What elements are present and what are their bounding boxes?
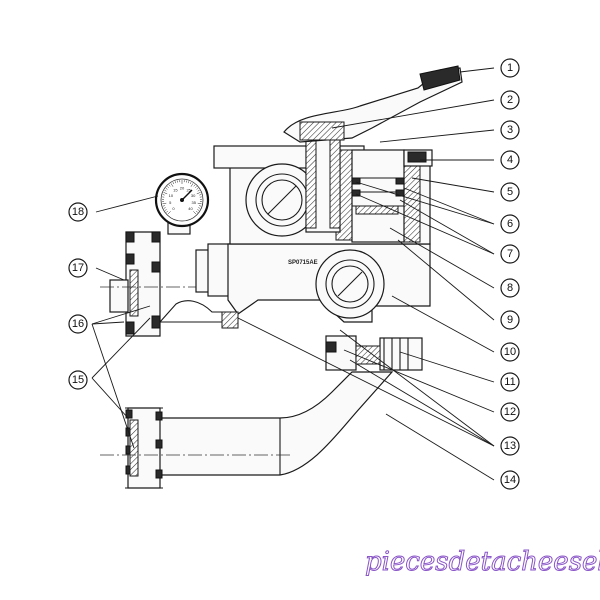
gauge-tick bbox=[199, 194, 202, 196]
gauge-tick bbox=[164, 209, 167, 211]
gauge-tick bbox=[190, 183, 194, 187]
gauge-number: 20 bbox=[180, 186, 185, 191]
leader-lines bbox=[91, 67, 495, 481]
callout-circle-7 bbox=[500, 244, 520, 264]
gauge-tick bbox=[195, 210, 198, 213]
valve-handle bbox=[283, 65, 463, 143]
gauge-tick bbox=[199, 205, 202, 207]
watermark: piecesdetacheeselec.com bbox=[365, 547, 600, 577]
callout-label-7: 7 bbox=[507, 248, 513, 260]
callout-circle-1 bbox=[500, 58, 520, 78]
callout-label-6: 6 bbox=[507, 218, 513, 230]
callout-label-12: 12 bbox=[504, 406, 516, 418]
callout-circle-14 bbox=[500, 470, 520, 490]
callout-circle-4 bbox=[500, 150, 520, 170]
callout-label-16: 16 bbox=[72, 318, 84, 330]
callout-label-5: 5 bbox=[507, 186, 513, 198]
callout-circle-17 bbox=[68, 258, 88, 278]
callout-label-17: 17 bbox=[72, 262, 84, 274]
gauge-tick bbox=[195, 186, 197, 188]
callout-label-3: 3 bbox=[507, 124, 513, 136]
gauge-tick bbox=[172, 182, 175, 185]
callout-label-1: 1 bbox=[507, 62, 513, 74]
callout-circle-10 bbox=[500, 342, 520, 362]
gauge-tick bbox=[168, 184, 171, 187]
callout-circle-5 bbox=[500, 182, 520, 202]
callout-label-9: 9 bbox=[507, 314, 513, 326]
callout-label-13: 13 bbox=[504, 440, 516, 452]
gauge-number: 25 bbox=[186, 188, 191, 193]
callout-circle-18 bbox=[68, 202, 88, 222]
upper-union-nut bbox=[100, 231, 250, 337]
gauge-tick bbox=[193, 211, 197, 215]
callout-circle-3 bbox=[500, 120, 520, 140]
gauge-tick bbox=[162, 205, 165, 207]
model-label: SP0715AE bbox=[288, 260, 318, 266]
callout-label-11: 11 bbox=[504, 376, 515, 388]
gauge-tick bbox=[170, 183, 174, 187]
gauge-tick bbox=[162, 202, 167, 205]
gauge-tick bbox=[197, 209, 200, 211]
gauge-tick bbox=[167, 186, 169, 188]
gauge-tick bbox=[198, 207, 201, 209]
callout-circle-13 bbox=[500, 436, 520, 456]
callout-circle-12 bbox=[500, 402, 520, 422]
gauge-number: 35 bbox=[192, 200, 197, 205]
valve-body: SP0715AE bbox=[195, 131, 433, 323]
gauge-tick bbox=[193, 184, 196, 187]
callout-circle-11 bbox=[500, 372, 520, 392]
callout-circle-16 bbox=[68, 314, 88, 334]
gauge-number: 40 bbox=[188, 206, 193, 211]
gauge-number: 10 bbox=[169, 193, 174, 198]
gauge-tick bbox=[164, 190, 167, 192]
gauge-tick bbox=[166, 210, 169, 213]
gauge-tick bbox=[197, 202, 202, 205]
gauge-tick bbox=[162, 194, 165, 196]
gauge-tick bbox=[163, 192, 168, 195]
callout-label-10: 10 bbox=[504, 346, 516, 358]
gauge-number: 0 bbox=[172, 206, 175, 211]
gauge-tick bbox=[197, 190, 200, 192]
gauge-tick bbox=[165, 188, 168, 190]
callout-label-8: 8 bbox=[507, 282, 513, 294]
gauge-tick bbox=[163, 207, 166, 209]
elbow-pipe bbox=[151, 300, 394, 476]
bottom-union bbox=[221, 311, 423, 371]
gauge-tick bbox=[167, 211, 171, 215]
gauge-tick bbox=[174, 181, 177, 184]
gauge-tick bbox=[196, 188, 199, 190]
gauge-number: 15 bbox=[173, 188, 178, 193]
callout-label-4: 4 bbox=[507, 154, 513, 166]
gauge-tick bbox=[187, 181, 190, 184]
callout-circle-15 bbox=[68, 370, 88, 390]
callout-circle-2 bbox=[500, 90, 520, 110]
callout-label-15: 15 bbox=[72, 374, 84, 386]
gauge-number: 5 bbox=[169, 200, 172, 205]
callout-circle-8 bbox=[500, 278, 520, 298]
gauge-tick bbox=[189, 182, 192, 185]
callout-label-14: 14 bbox=[504, 474, 516, 486]
callout-circle-6 bbox=[500, 214, 520, 234]
callout-circle-9 bbox=[500, 310, 520, 330]
gauge-number: 30 bbox=[191, 193, 196, 198]
callout-label-2: 2 bbox=[507, 94, 513, 106]
callout-label-18: 18 bbox=[72, 206, 84, 218]
gauge-tick bbox=[196, 192, 201, 195]
